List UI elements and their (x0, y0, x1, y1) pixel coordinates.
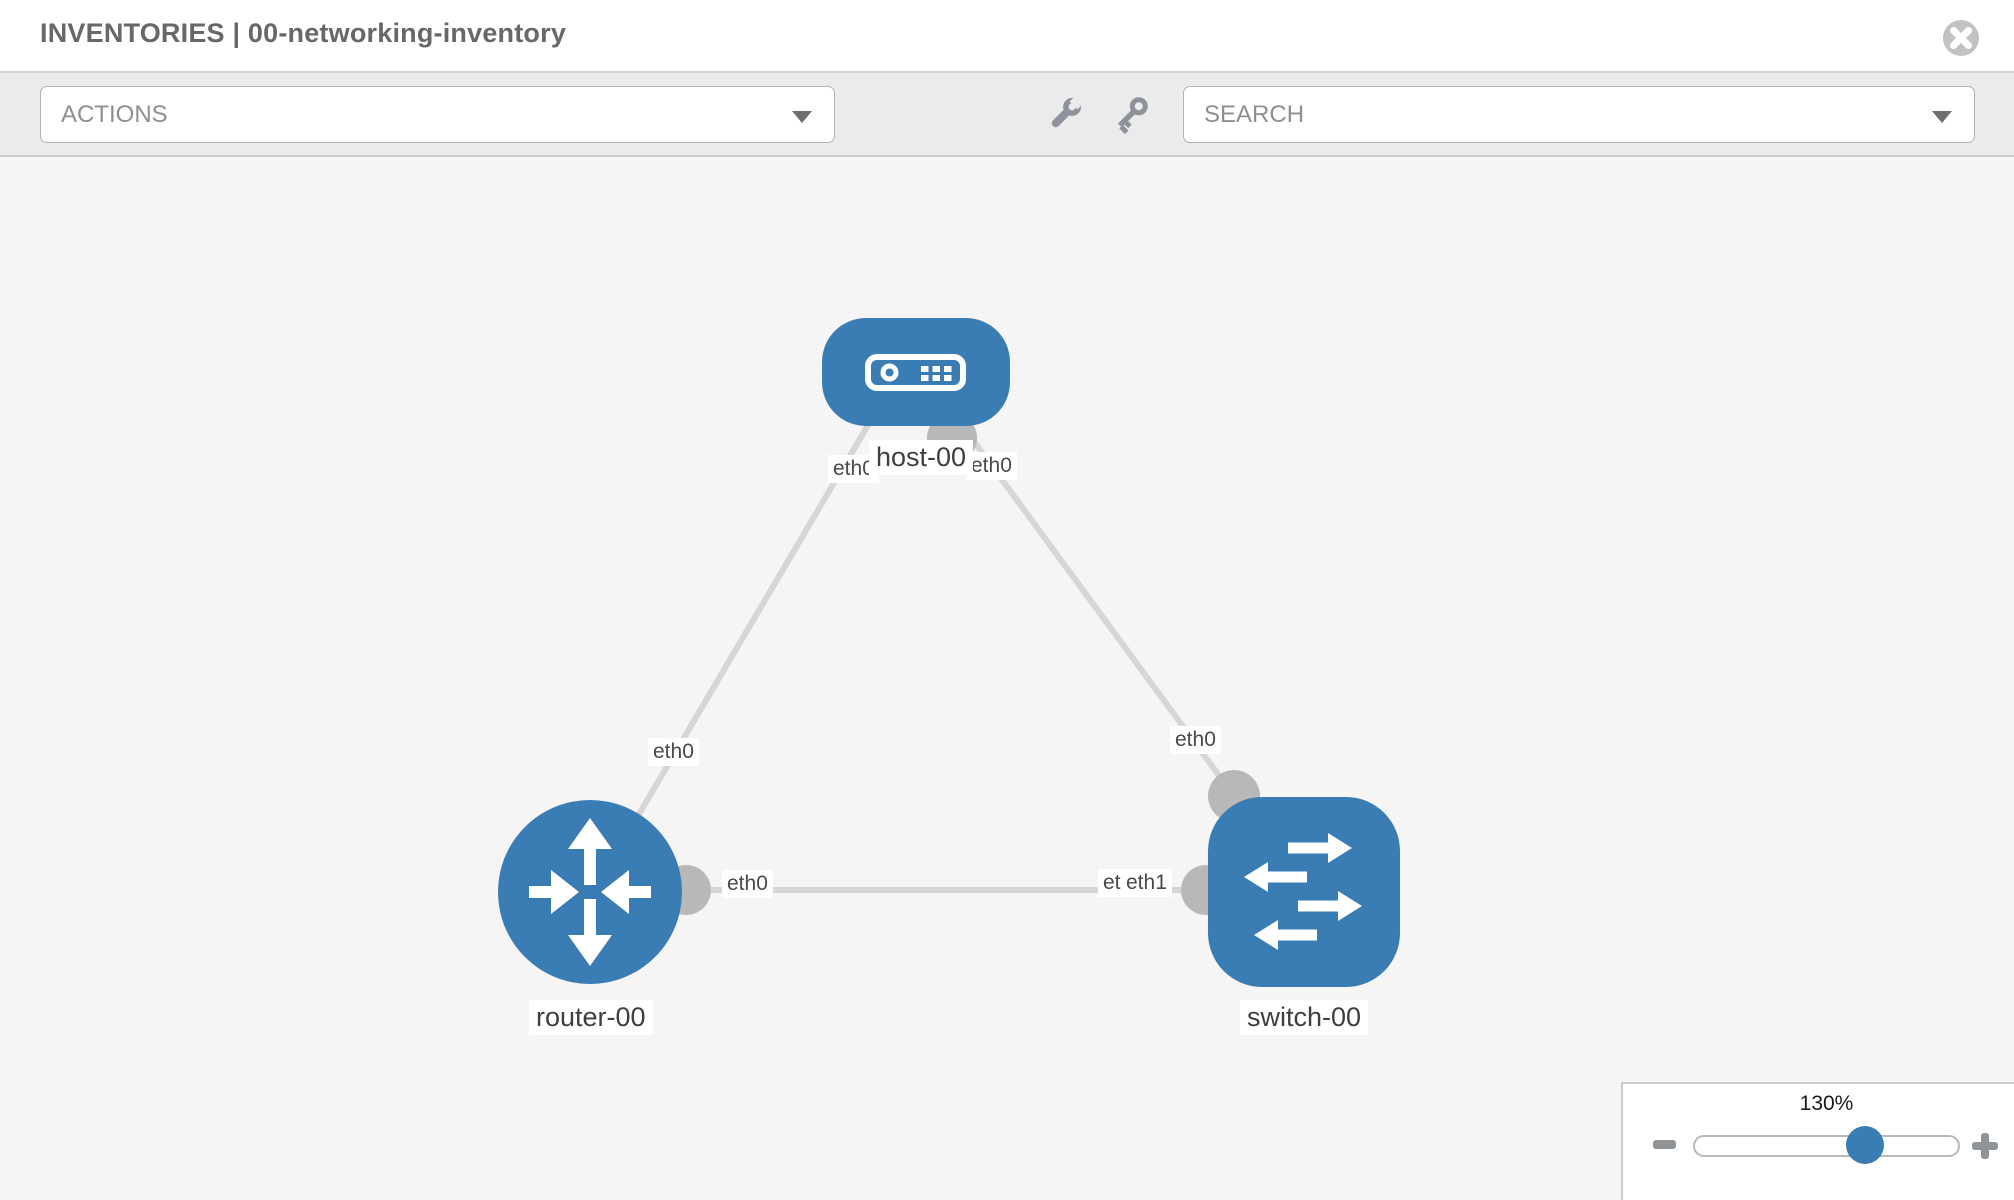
actions-dropdown-label: ACTIONS (61, 100, 168, 128)
links (589, 413, 1237, 896)
interface-label: eth0 (1170, 726, 1221, 755)
close-button[interactable] (1942, 19, 1980, 57)
node-switch-00[interactable] (1208, 797, 1400, 987)
topology-canvas[interactable]: eth0 eth0 eth0 eth0 eth0 eth0 eth1 host-… (0, 157, 2014, 1200)
toolbar: ACTIONS (0, 73, 2014, 157)
page-title: INVENTORIES | 00-networking-inventory (40, 18, 567, 48)
zoom-control-panel: 130% (1621, 1082, 2014, 1200)
router-arrows-icon (529, 818, 651, 966)
chevron-down-icon (792, 111, 812, 123)
key-icon (1117, 97, 1148, 135)
zoom-out-button[interactable] (1653, 1140, 1676, 1149)
close-icon (1943, 20, 1979, 56)
zoom-in-button[interactable] (1972, 1133, 1998, 1159)
configure-button[interactable] (1043, 92, 1087, 136)
interface-label-overlay: eth1 (1121, 869, 1172, 898)
interface-label: eth0 (648, 738, 699, 767)
plus-icon (1981, 1133, 1989, 1159)
header: INVENTORIES | 00-networking-inventory (0, 0, 2014, 73)
switch-shape[interactable] (1208, 797, 1400, 987)
actions-dropdown[interactable]: ACTIONS (40, 86, 835, 143)
interface-label: eth0 (966, 452, 1017, 481)
ports (661, 413, 1260, 915)
node-label-router: router-00 (529, 1000, 653, 1036)
key-credentials-button[interactable] (1109, 92, 1153, 136)
wrench-icon (1051, 95, 1084, 128)
search-placeholder: SEARCH (1204, 100, 1305, 128)
switch-arrows-icon (1244, 833, 1362, 950)
server-icon (865, 354, 966, 391)
node-label-switch: switch-00 (1240, 1000, 1369, 1036)
node-label-host: host-00 (869, 440, 974, 476)
node-router-00[interactable] (498, 800, 682, 984)
zoom-level: 130% (1799, 1092, 1854, 1115)
router-shape[interactable] (498, 800, 682, 984)
search-dropdown[interactable]: SEARCH (1183, 86, 1975, 143)
zoom-slider-knob[interactable] (1846, 1126, 1884, 1164)
interface-label: eth0 (722, 870, 773, 899)
host-shape[interactable] (822, 318, 1010, 426)
minus-icon (1653, 1140, 1676, 1149)
topology-diagram (498, 318, 1400, 987)
node-host-00[interactable] (822, 318, 1010, 426)
chevron-down-icon (1932, 111, 1952, 123)
zoom-slider-track[interactable] (1693, 1135, 1960, 1157)
